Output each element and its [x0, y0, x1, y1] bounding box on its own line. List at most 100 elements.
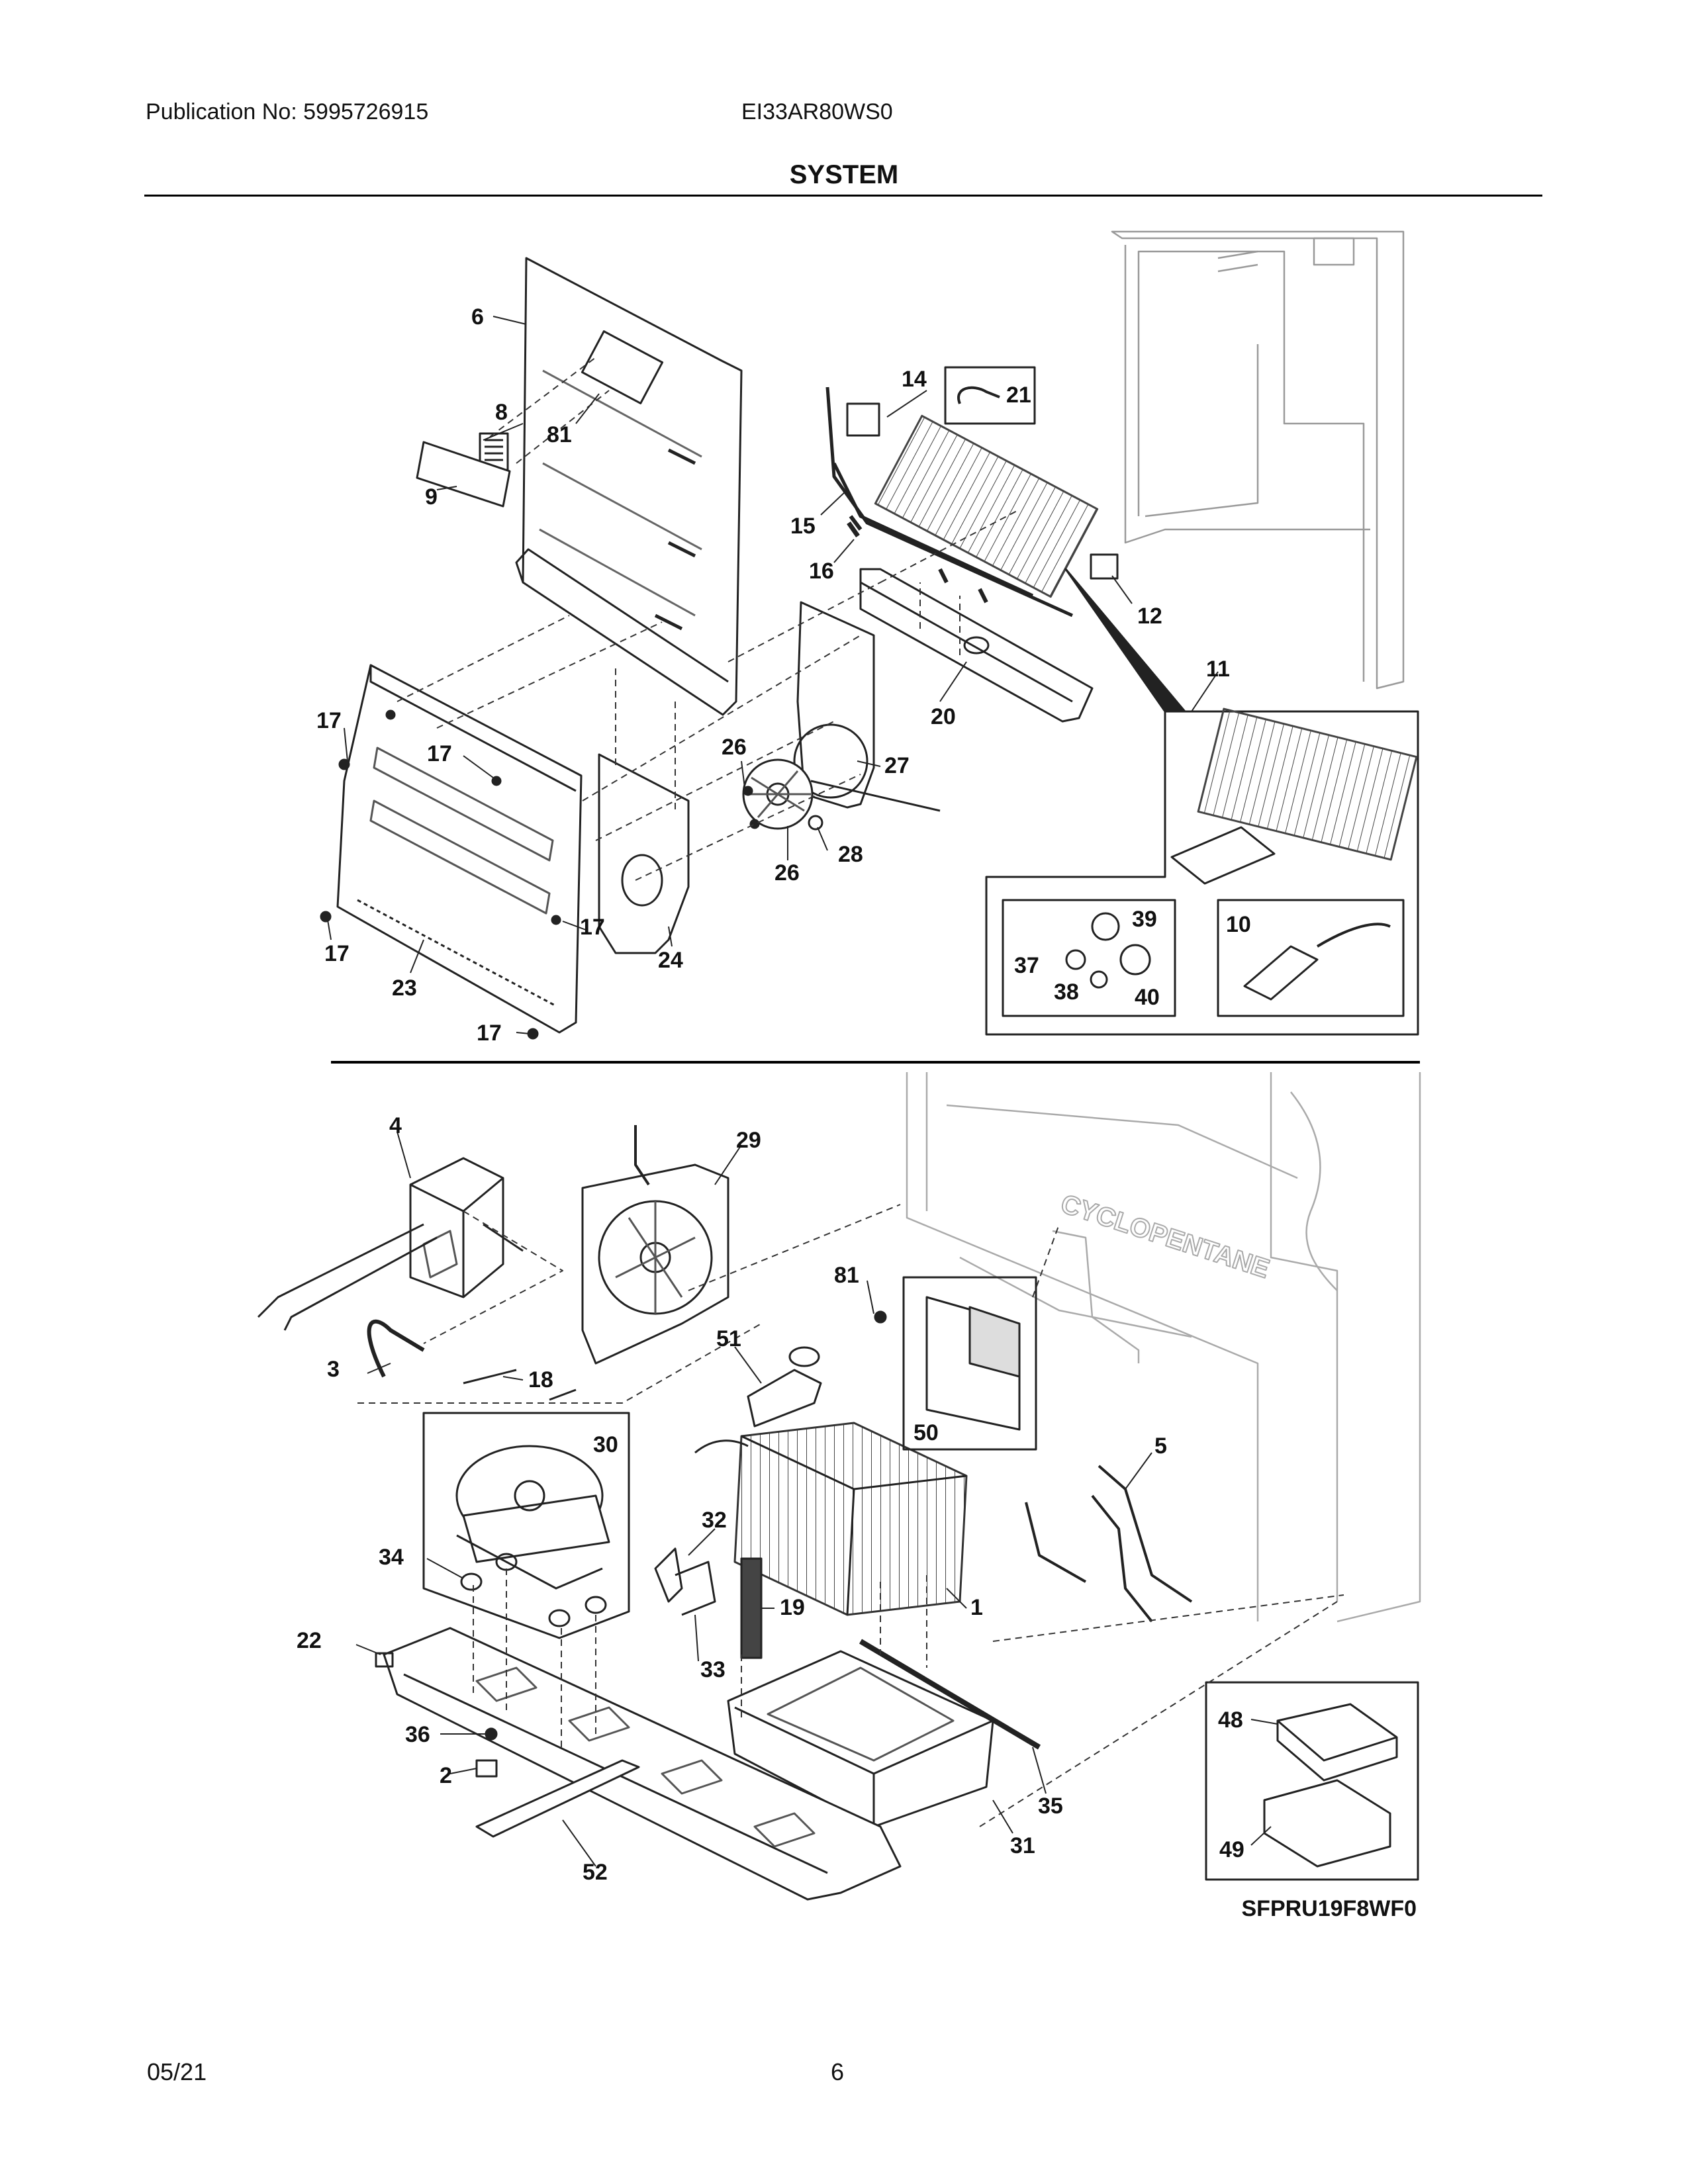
evaporator-fan-housing — [793, 601, 941, 812]
bracket-33 — [675, 1561, 716, 1616]
compressor-base-pan — [375, 1627, 902, 1901]
drain-rod — [859, 1639, 1041, 1750]
callout-34: 34 — [379, 1545, 404, 1570]
publication-number: Publication No: 5995726915 — [146, 99, 429, 124]
callout-12: 12 — [1137, 604, 1162, 629]
condenser-fan-assembly — [581, 1125, 729, 1365]
defrost-thermostat — [847, 521, 860, 538]
callout-19: 19 — [780, 1595, 805, 1620]
wire-harness-5 — [1025, 1465, 1193, 1623]
discharge-tube — [367, 1319, 425, 1378]
leader-lines — [327, 316, 1278, 1867]
screw-36 — [485, 1727, 498, 1741]
callout-2: 2 — [440, 1763, 452, 1788]
callout-23: 23 — [392, 976, 417, 1001]
section-title: SYSTEM — [789, 160, 899, 189]
diagram-reference-code: SFPRU19F8WF0 — [1241, 1896, 1417, 1921]
drain-pan — [727, 1650, 994, 1828]
fittings-box — [1002, 899, 1176, 1017]
screws — [320, 709, 760, 1040]
ice-container-box — [1205, 1681, 1419, 1881]
callout-20: 20 — [931, 704, 956, 729]
heater-element-box — [1217, 899, 1405, 1017]
callout-11: 11 — [1206, 657, 1230, 682]
callout-5: 5 — [1154, 1433, 1167, 1459]
watermark: CYCLOPENTANE — [1057, 1189, 1273, 1284]
callout-1: 1 — [970, 1595, 983, 1620]
header-rule — [144, 195, 1542, 197]
compressor-box — [422, 1412, 630, 1639]
callout-24: 24 — [658, 948, 683, 973]
alignment-lines-upper — [397, 357, 1020, 881]
callout-40: 40 — [1135, 985, 1160, 1010]
evaporator-detail-box — [985, 707, 1419, 1036]
wire-harness-4 — [257, 1223, 524, 1331]
footer-date: 05/21 — [147, 2058, 207, 2085]
callout-16: 16 — [809, 559, 834, 584]
callout-48: 48 — [1218, 1707, 1243, 1733]
temperature-sensor — [1090, 553, 1119, 580]
callout-50: 50 — [914, 1420, 939, 1445]
callout-38: 38 — [1054, 979, 1079, 1005]
callout-81: 81 — [547, 422, 572, 447]
callout-35: 35 — [1038, 1794, 1063, 1819]
main-control-board — [902, 1276, 1037, 1451]
callout-box-21 — [944, 366, 1036, 425]
callout-31: 31 — [1010, 1833, 1035, 1858]
callout-26a: 26 — [722, 735, 747, 760]
evaporator-cover — [515, 257, 743, 716]
clips-18 — [463, 1369, 577, 1401]
callout-17c: 17 — [580, 915, 605, 940]
screw-81 — [874, 1310, 887, 1324]
callout-36: 36 — [405, 1722, 430, 1747]
model-number: EI33AR80WS0 — [741, 99, 893, 124]
callout-17a: 17 — [316, 708, 342, 733]
callout-22: 22 — [297, 1628, 322, 1653]
callout-10: 10 — [1226, 912, 1251, 937]
callout-17d: 17 — [324, 941, 350, 966]
drain-tube-19 — [740, 1557, 763, 1659]
condenser-coil — [694, 1422, 968, 1616]
callout-21: 21 — [1006, 383, 1031, 408]
alignment-lines-lower — [357, 1204, 1344, 1827]
callout-26b: 26 — [774, 860, 800, 886]
callout-8: 8 — [495, 400, 508, 425]
callout-30: 30 — [593, 1432, 618, 1457]
vent-cover — [416, 441, 511, 508]
callout-32: 32 — [702, 1508, 727, 1533]
callout-14: 14 — [902, 367, 927, 392]
refrigerator-liner-upper — [1111, 230, 1405, 690]
callout-17e: 17 — [477, 1021, 502, 1046]
defrost-heater-assembly — [825, 387, 1099, 617]
callout-18: 18 — [528, 1367, 553, 1392]
callout-6: 6 — [471, 304, 484, 330]
callout-28: 28 — [838, 842, 863, 867]
callout-52: 52 — [583, 1860, 608, 1885]
callout-81-lower: 81 — [834, 1263, 859, 1288]
evaporator-fan-motor — [742, 758, 823, 831]
defrost-drain-trough — [859, 568, 1094, 723]
callout-27: 27 — [884, 753, 910, 778]
callout-37: 37 — [1014, 953, 1039, 978]
callout-9: 9 — [425, 484, 438, 510]
callout-33: 33 — [700, 1657, 726, 1682]
compressor-control-box — [409, 1157, 504, 1298]
drain-funnel — [747, 1346, 822, 1428]
callout-17b: 17 — [427, 741, 452, 766]
callout-3: 3 — [327, 1357, 340, 1382]
rear-panel — [336, 664, 583, 1034]
callout-29: 29 — [736, 1128, 761, 1153]
base-rail — [475, 1759, 640, 1838]
page-number: 6 — [831, 2058, 845, 2085]
fastener-2 — [475, 1759, 498, 1778]
callout-49: 49 — [1219, 1837, 1244, 1862]
bracket-32 — [654, 1547, 683, 1603]
fan-shroud — [598, 753, 690, 954]
evaporator-leader — [1064, 568, 1186, 713]
callout-39: 39 — [1132, 907, 1157, 932]
callout-4: 4 — [389, 1113, 402, 1138]
callout-15: 15 — [790, 514, 816, 539]
grommets — [460, 1553, 607, 1627]
callout-51: 51 — [716, 1326, 741, 1351]
